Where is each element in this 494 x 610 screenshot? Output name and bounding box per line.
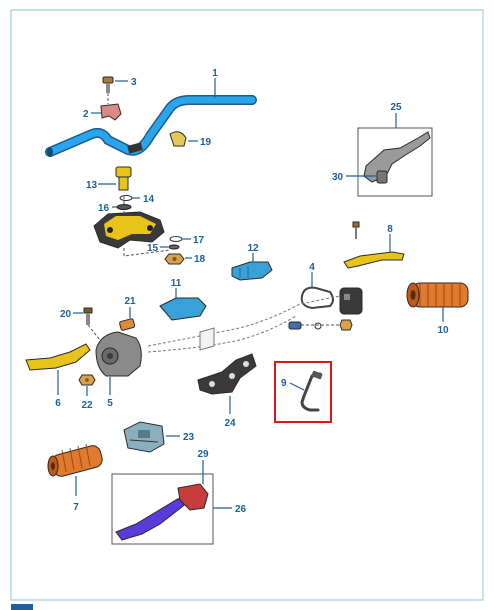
callout-1: 1 (212, 68, 218, 79)
callout-11: 11 (171, 278, 182, 289)
callout-8: 8 (387, 224, 393, 235)
part-21-adjuster[interactable] (119, 318, 136, 331)
cable-upper (147, 295, 341, 347)
part-9-highlight-box[interactable] (274, 361, 332, 423)
part-20-bolt[interactable] (83, 307, 93, 325)
dash-20 (87, 324, 101, 341)
callout-22: 22 (81, 400, 93, 411)
leader-9 (289, 382, 305, 391)
cable-sleeve (199, 327, 215, 351)
callout-21: 21 (124, 296, 136, 307)
callout-4: 4 (309, 262, 315, 273)
callout-25: 25 (390, 102, 402, 113)
callout-19: 19 (200, 137, 212, 148)
part-triple-clamp[interactable] (93, 211, 165, 249)
callout-30: 30 (332, 172, 344, 183)
callout-6: 6 (55, 398, 61, 409)
part-18-nut[interactable] (164, 253, 185, 265)
part-6-brake-lever[interactable] (25, 343, 91, 371)
callout-26: 26 (235, 504, 247, 515)
part-2-clamp[interactable] (100, 103, 122, 121)
callout-16: 16 (98, 203, 110, 214)
callout-7: 7 (73, 502, 79, 513)
cable-lower (147, 315, 297, 353)
callout-9: 9 (281, 378, 287, 389)
callout-13: 13 (86, 180, 98, 191)
callout-5: 5 (107, 398, 113, 409)
callout-10: 10 (437, 325, 449, 336)
callout-12: 12 (247, 243, 259, 254)
part-5-lever-housing[interactable] (95, 331, 142, 377)
part-8-lever[interactable] (343, 221, 405, 269)
part-13-yellow-bolt[interactable] (115, 166, 132, 191)
part-26-lever-assembly[interactable] (115, 483, 209, 541)
dash-clamp (123, 248, 171, 257)
part-15-washer[interactable] (168, 244, 180, 250)
part-7-grip[interactable] (47, 443, 104, 478)
callout-3: 3 (131, 77, 137, 88)
callout-14: 14 (143, 194, 155, 205)
callout-17: 17 (193, 235, 205, 246)
part-3-bolt[interactable] (102, 76, 114, 93)
callout-2: 2 (83, 109, 89, 120)
callout-24: 24 (224, 418, 236, 429)
callout-18: 18 (194, 254, 206, 265)
callout-15: 15 (147, 243, 159, 254)
part-25-clutch-lever[interactable] (363, 131, 431, 184)
part-22-nut[interactable] (78, 374, 96, 386)
part-24-bracket[interactable] (197, 353, 257, 395)
part-1-handlebar[interactable] (45, 95, 257, 157)
part-10-grip[interactable] (406, 282, 469, 308)
part-4-switch-assembly[interactable] (300, 286, 363, 315)
part-23-switch-block[interactable] (123, 421, 165, 453)
part-9-cable-bracket[interactable] (300, 370, 323, 412)
frame-corner-tab (11, 604, 33, 610)
diagram-frame (10, 9, 484, 601)
callout-23: 23 (183, 432, 195, 443)
callout-29: 29 (197, 449, 209, 460)
part-19-clip[interactable] (169, 131, 187, 147)
callout-20: 20 (60, 309, 72, 320)
